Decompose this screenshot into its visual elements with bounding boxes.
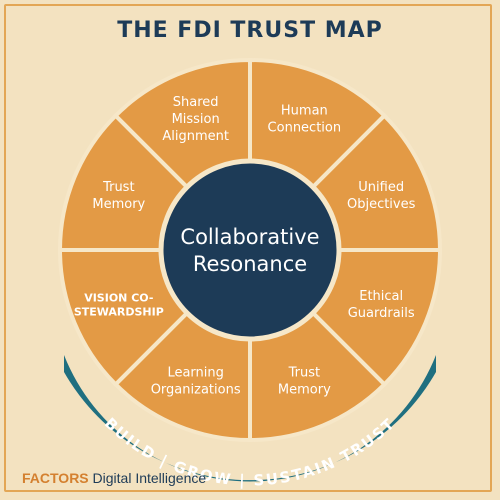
brand-tagline: Digital Intelligence [88,470,207,486]
center-label-line: Resonance [193,252,307,276]
segment-label-line: Memory [92,197,145,212]
segment-label-line: Connection [268,120,342,135]
page-title: THE FDI TRUST MAP [117,18,383,43]
segment-label-line: Trust [288,366,320,381]
segment-label-line: Unified [358,180,404,195]
segment-label-line: Ethical [359,289,403,304]
frame-border [4,4,492,492]
segment-label-line: STEWARDSHIP [74,305,164,318]
segment-label-line: Learning [167,366,223,381]
segment-label-line: Shared [173,95,219,110]
segment-label-line: Mission [172,112,220,127]
segment-label-line: Alignment [162,129,229,144]
segment-label-line: Memory [278,383,331,398]
center-label-line: Collaborative [180,225,319,249]
segment-label-line: Trust [102,180,134,195]
brand-footer: FACTORS Digital Intelligence [22,470,206,486]
brand-name: FACTORS [22,470,89,486]
segment-label-line: Objectives [347,197,416,212]
segment-label-line: Human [281,103,328,118]
segment-label: VISION CO-STEWARDSHIP [74,291,164,318]
center-hub [158,158,342,342]
segment-label-line: Guardrails [348,306,415,321]
segment-label-line: VISION CO- [84,291,153,304]
segment-label-line: Organizations [151,383,241,398]
